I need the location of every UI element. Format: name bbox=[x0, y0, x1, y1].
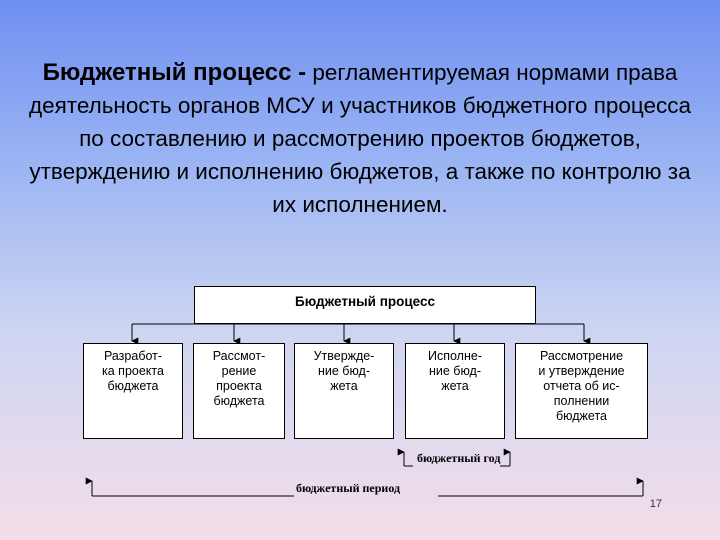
budget-period-bracket bbox=[85, 477, 644, 497]
stage-box-5: Рассмотрение и утверждение отчета об ис-… bbox=[515, 343, 648, 439]
definition-text: Бюджетный процесс - регламентируемая нор… bbox=[18, 56, 702, 221]
stage-box-3: Утвержде- ние бюд- жета bbox=[294, 343, 394, 439]
stage-label-1: Разработ- ка проекта бюджета bbox=[102, 349, 164, 393]
stage-label-3: Утвержде- ние бюд- жета bbox=[313, 349, 375, 393]
definition-term: Бюджетный процесс - bbox=[42, 59, 307, 86]
stage-label-5: Рассмотрение и утверждение отчета об ис-… bbox=[538, 349, 625, 423]
stage-box-1: Разработ- ка проекта бюджета bbox=[83, 343, 183, 439]
stage-box-4: Исполне- ние бюд- жета bbox=[405, 343, 505, 439]
diagram-header-label: Бюджетный процесс bbox=[295, 294, 435, 309]
stage-label-2: Рассмот- рение проекта бюджета bbox=[212, 349, 266, 408]
page-number: 17 bbox=[649, 498, 662, 510]
budget-year-bracket bbox=[397, 448, 511, 467]
budget-period-label: бюджетный период bbox=[296, 481, 401, 495]
diagram-header-box: Бюджетный процесс bbox=[194, 286, 536, 324]
definition-body: регламентируемая нормами права деятельно… bbox=[28, 60, 692, 217]
stage-label-4: Исполне- ние бюд- жета bbox=[428, 349, 482, 393]
stage-box-2: Рассмот- рение проекта бюджета bbox=[193, 343, 285, 439]
budget-year-label: бюджетный год bbox=[417, 451, 501, 465]
